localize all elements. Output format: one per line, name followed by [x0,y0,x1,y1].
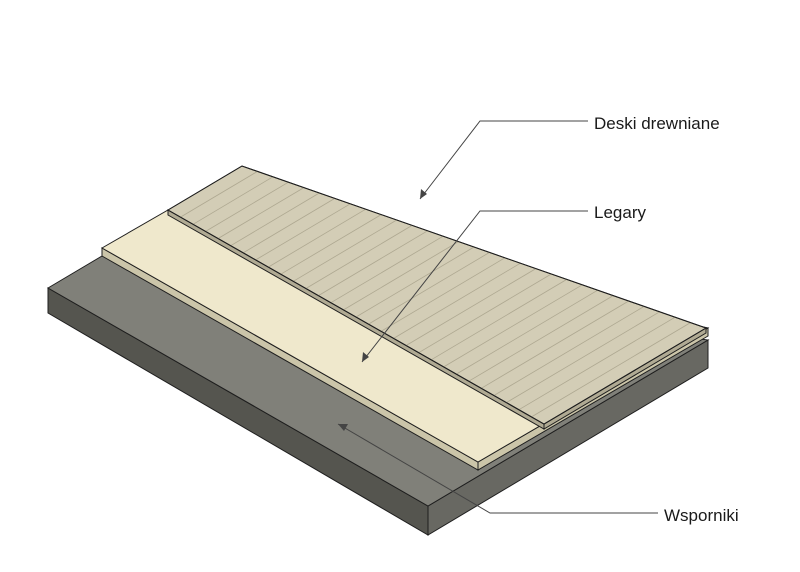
label-wsporniki: Wsporniki [664,506,739,525]
plank-seam [205,181,289,232]
leader-deski [419,120,588,200]
plank-seam [318,230,428,296]
plank-seam [393,262,521,339]
plank-seam [330,235,444,304]
deck-boards [167,165,708,430]
plank-seam [305,225,413,289]
plank-lines [180,171,691,418]
plank-seam [456,289,598,375]
plank-seam [518,316,676,411]
plank-seam [368,252,490,325]
plank-seam [255,203,351,261]
plank-seam [293,219,397,282]
plank-seam [468,295,614,382]
plank-seam [180,171,258,218]
plank-seam [380,257,506,332]
label-deski-drewniane: Deski drewniane [594,114,720,133]
plank-seam [405,268,537,346]
plank-seam [230,192,320,247]
label-legary: Legary [594,203,646,222]
plank-seam [531,322,691,418]
plank-seam [242,198,336,254]
plank-seam [280,214,382,275]
leader-legary [361,210,588,363]
plank-seam [443,284,583,368]
deck-outline [167,165,708,425]
plank-seam [418,273,552,354]
plank-seam [481,300,629,389]
plank-seam [268,208,366,268]
arrowhead-deski [420,189,427,199]
plank-seam [430,279,568,361]
plank-seam [192,176,274,225]
plank-seam [506,311,660,403]
leader-wsporniki [337,423,658,514]
plank-seam [355,246,475,318]
plank-seam [343,241,459,311]
leader-lines [337,120,658,514]
arrowhead-legary [362,352,369,362]
plank-seam [493,306,645,396]
arrowhead-wsporniki [338,424,348,431]
plank-seam [217,187,305,239]
